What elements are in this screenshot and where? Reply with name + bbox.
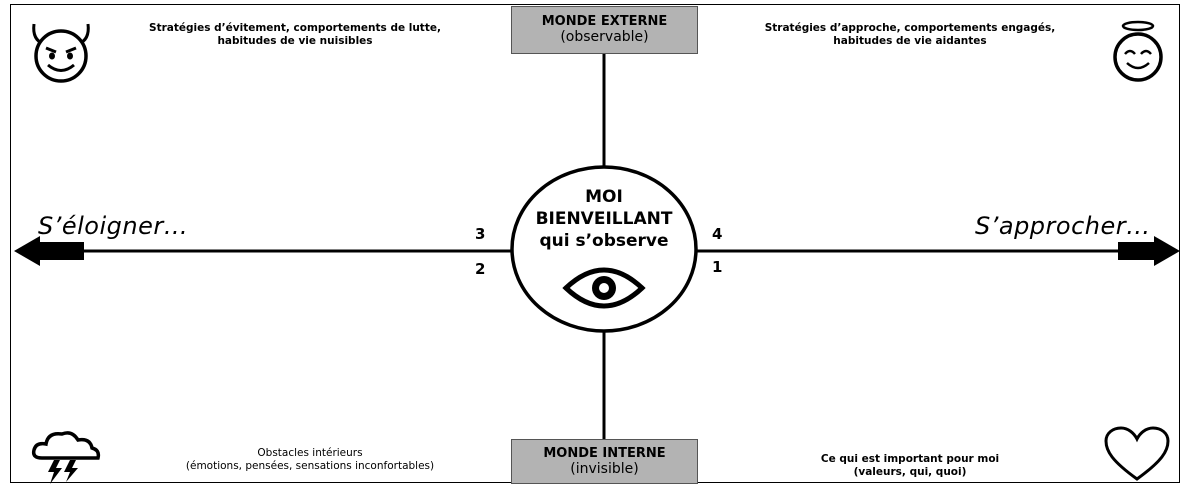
left-arrow-icon xyxy=(14,236,84,266)
bottom-left-quadrant-text: Obstacles intérieurs (émotions, pensées,… xyxy=(185,447,435,472)
center-self-label: MOI BIENVEILLANT qui s’observe xyxy=(535,187,673,251)
quadrant-number-4: 4 xyxy=(712,225,723,243)
right-arrow-icon xyxy=(1118,236,1180,266)
quadrant-number-2: 2 xyxy=(475,260,486,278)
external-world-title: MONDE EXTERNE xyxy=(541,14,668,29)
external-world-box: MONDE EXTERNE (observable) xyxy=(511,6,698,54)
top-left-quadrant-text: Stratégies d’évitement, comportements de… xyxy=(149,22,441,47)
move-away-label: S’éloigner… xyxy=(38,212,189,240)
center-circle xyxy=(510,165,698,333)
internal-world-subtitle: (invisible) xyxy=(570,461,639,477)
internal-world-title: MONDE INTERNE xyxy=(543,446,666,461)
bottom-right-quadrant-text: Ce qui est important pour moi (valeurs, … xyxy=(820,453,1000,478)
quadrant-number-3: 3 xyxy=(475,225,486,243)
eye-icon xyxy=(562,267,646,309)
heart-icon xyxy=(1104,426,1170,481)
devil-face-icon xyxy=(32,23,90,83)
internal-world-box: MONDE INTERNE (invisible) xyxy=(511,439,698,484)
external-world-subtitle: (observable) xyxy=(560,29,649,45)
move-toward-label: S’approcher… xyxy=(975,212,1151,240)
storm-cloud-icon xyxy=(31,431,101,484)
top-right-quadrant-text: Stratégies d’approche, comportements eng… xyxy=(764,22,1056,47)
angel-face-icon xyxy=(1113,20,1163,82)
quadrant-number-1: 1 xyxy=(712,258,723,276)
